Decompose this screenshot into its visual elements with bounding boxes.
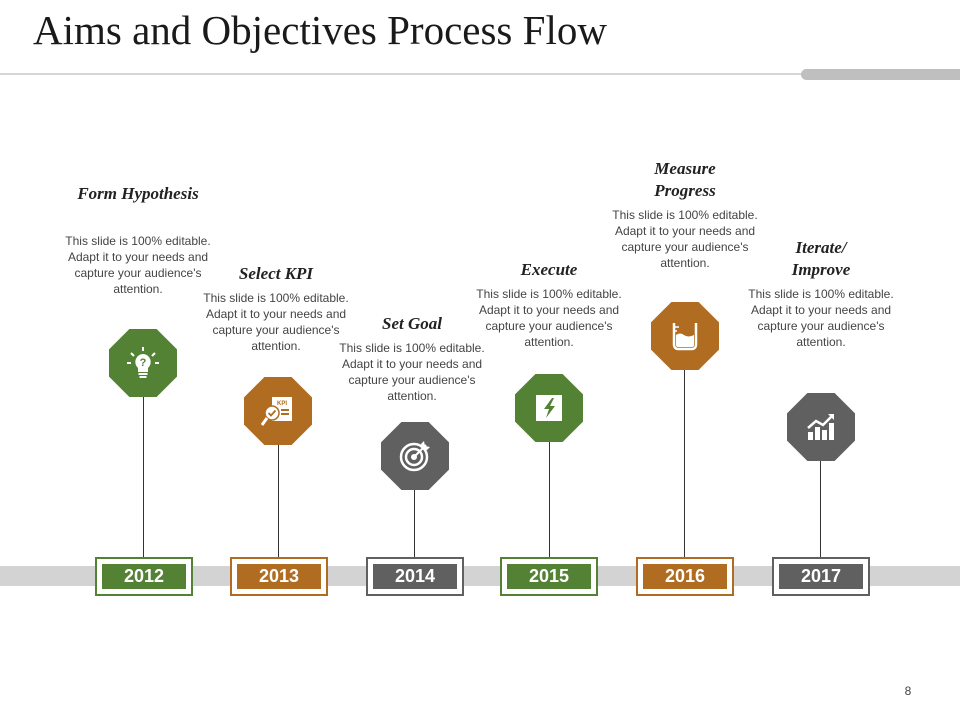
timeline-stem <box>820 459 821 559</box>
stage-heading: Set Goal <box>382 314 442 333</box>
title-accent-bar <box>801 69 960 80</box>
stage-heading: Iterate/ Improve <box>791 238 851 279</box>
stage-icon-badge: KPI <box>244 377 312 445</box>
svg-text:KPI: KPI <box>277 401 287 407</box>
year-label: 2013 <box>237 564 321 589</box>
svg-text:?: ? <box>140 357 147 369</box>
year-label: 2015 <box>507 564 591 589</box>
stage-description: This slide is 100% editable. Adapt it to… <box>476 287 622 349</box>
stage-icon-badge <box>651 302 719 370</box>
target-icon <box>399 441 430 472</box>
year-label: 2017 <box>779 564 863 589</box>
year-label: 2016 <box>643 564 727 589</box>
measuring-beaker-icon <box>672 323 698 351</box>
stage-description: This slide is 100% editable. Adapt it to… <box>65 234 211 296</box>
page-number: 8 <box>904 684 912 698</box>
timeline-stem <box>278 443 279 559</box>
timeline-stem <box>143 395 144 559</box>
slide-title: Aims and Objectives Process Flow <box>33 7 607 53</box>
stage-icon-badge: ? <box>109 329 177 397</box>
timeline-stem <box>414 488 415 559</box>
stage-icon-badge <box>381 422 449 490</box>
timeline-stem <box>549 440 550 559</box>
year-marker: 2017 <box>772 557 870 596</box>
title-divider <box>0 73 803 75</box>
lightbulb-question-icon: ? <box>127 347 159 378</box>
stage-heading: Select KPI <box>238 264 314 283</box>
stage-icon-badge <box>787 393 855 461</box>
year-label: 2014 <box>373 564 457 589</box>
year-label: 2012 <box>102 564 186 589</box>
year-marker: 2014 <box>366 557 464 596</box>
stage-heading: Execute <box>520 260 578 279</box>
lightning-icon <box>536 395 562 421</box>
stage-icon-badge <box>515 374 583 442</box>
timeline-stem <box>684 368 685 559</box>
year-marker: 2013 <box>230 557 328 596</box>
growth-chart-icon <box>807 414 834 440</box>
stage-heading: Measure Progress <box>654 159 716 200</box>
stage-description: This slide is 100% editable. Adapt it to… <box>203 291 349 353</box>
stage-description: This slide is 100% editable. Adapt it to… <box>748 287 894 349</box>
year-marker: 2012 <box>95 557 193 596</box>
year-marker: 2016 <box>636 557 734 596</box>
stage-description: This slide is 100% editable. Adapt it to… <box>612 208 758 270</box>
kpi-report-icon: KPI <box>260 397 292 426</box>
stage-description: This slide is 100% editable. Adapt it to… <box>339 341 485 403</box>
year-marker: 2015 <box>500 557 598 596</box>
stage-heading: Form Hypothesis <box>77 184 199 203</box>
